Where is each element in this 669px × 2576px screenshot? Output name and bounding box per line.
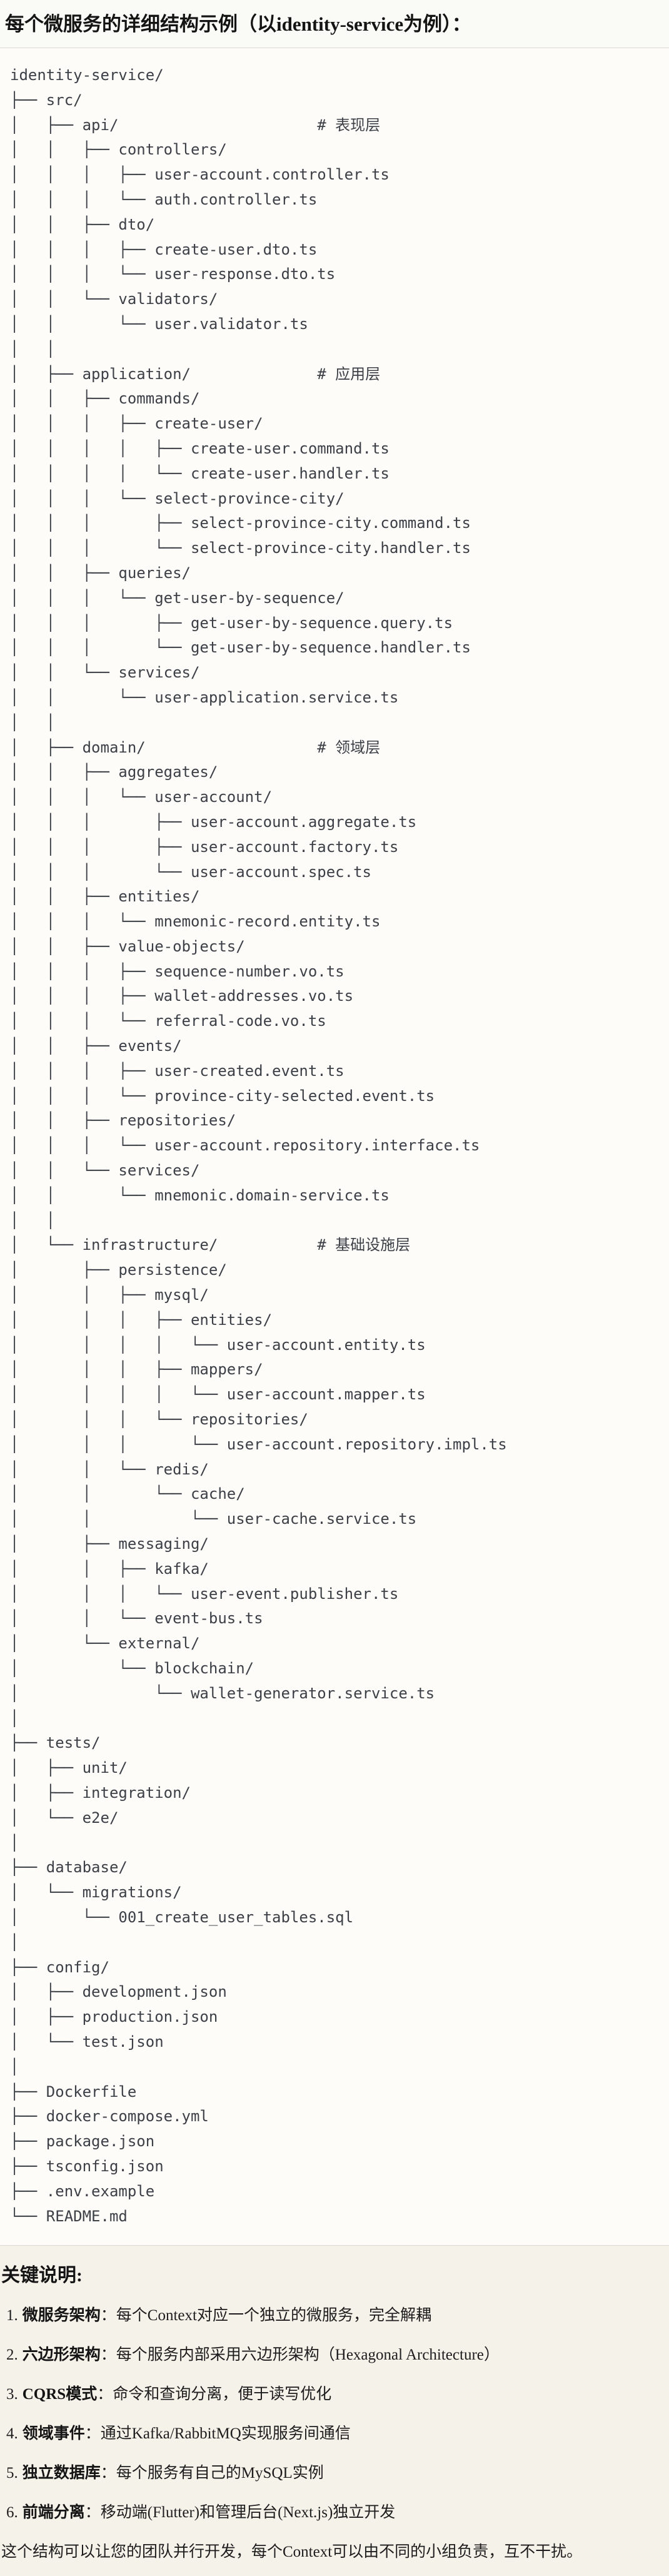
note-item-separator: ：: [84, 2504, 101, 2522]
code-block: identity-service/ ├── src/ │ ├── api/ # …: [0, 48, 669, 2246]
note-item: 2.六边形架构：每个服务内部采用六边形架构（Hexagonal Architec…: [6, 2344, 659, 2366]
note-item-separator: ：: [100, 2307, 116, 2325]
note-item-term: 领域事件: [22, 2425, 85, 2443]
note-item-term: 微服务架构: [22, 2307, 101, 2325]
note-item-number: 5.: [6, 2465, 18, 2482]
note-item-description: 命令和查询分离，便于读写优化: [113, 2386, 332, 2403]
notes-section: 关键说明: 1.微服务架构：每个Context对应一个独立的微服务，完全解耦 2…: [0, 2246, 669, 2576]
note-item: 5.独立数据库：每个服务有自己的MySQL实例: [6, 2462, 659, 2485]
note-item-separator: ：: [100, 2465, 116, 2482]
note-item-description: 每个服务内部采用六边形架构（Hexagonal Architecture）: [116, 2346, 500, 2364]
note-item-term: 六边形架构: [22, 2346, 101, 2364]
note-item-separator: ：: [100, 2346, 116, 2364]
note-item-number: 4.: [6, 2425, 18, 2443]
page-title: 每个微服务的详细结构示例（以identity-service为例）：: [5, 13, 471, 35]
notes-heading: 关键说明:: [1, 2265, 83, 2286]
note-item: 1.微服务架构：每个Context对应一个独立的微服务，完全解耦: [6, 2305, 659, 2327]
note-item-term: 前端分离: [22, 2504, 85, 2522]
note-item: 3.CQRS模式：命令和查询分离，便于读写优化: [6, 2383, 659, 2406]
note-item-description: 通过Kafka/RabbitMQ实现服务间通信: [100, 2425, 351, 2443]
closing-note: 这个结构可以让您的团队并行开发，每个Context可以由不同的小组负责，互不干扰…: [1, 2543, 583, 2561]
note-item-description: 每个Context对应一个独立的微服务，完全解耦: [116, 2307, 431, 2325]
note-item-description: 移动端(Flutter)和管理后台(Next.js)独立开发: [100, 2504, 396, 2522]
note-item: 6.前端分离：移动端(Flutter)和管理后台(Next.js)独立开发: [6, 2502, 659, 2524]
note-item: 4.领域事件：通过Kafka/RabbitMQ实现服务间通信: [6, 2423, 659, 2445]
note-item-number: 2.: [6, 2346, 18, 2364]
notes-list: 1.微服务架构：每个Context对应一个独立的微服务，完全解耦 2.六边形架构…: [1, 2305, 659, 2524]
note-item-number: 1.: [6, 2307, 18, 2325]
note-item-term: CQRS模式: [22, 2386, 98, 2403]
note-item-description: 每个服务有自己的MySQL实例: [116, 2465, 324, 2482]
note-item-term: 独立数据库: [22, 2465, 101, 2482]
page-header: 每个微服务的详细结构示例（以identity-service为例）：: [0, 0, 669, 48]
note-item-separator: ：: [84, 2425, 101, 2443]
note-item-separator: ：: [97, 2386, 113, 2403]
note-item-number: 3.: [6, 2386, 18, 2403]
directory-tree: identity-service/ ├── src/ │ ├── api/ # …: [10, 66, 507, 2225]
note-item-number: 6.: [6, 2504, 18, 2522]
